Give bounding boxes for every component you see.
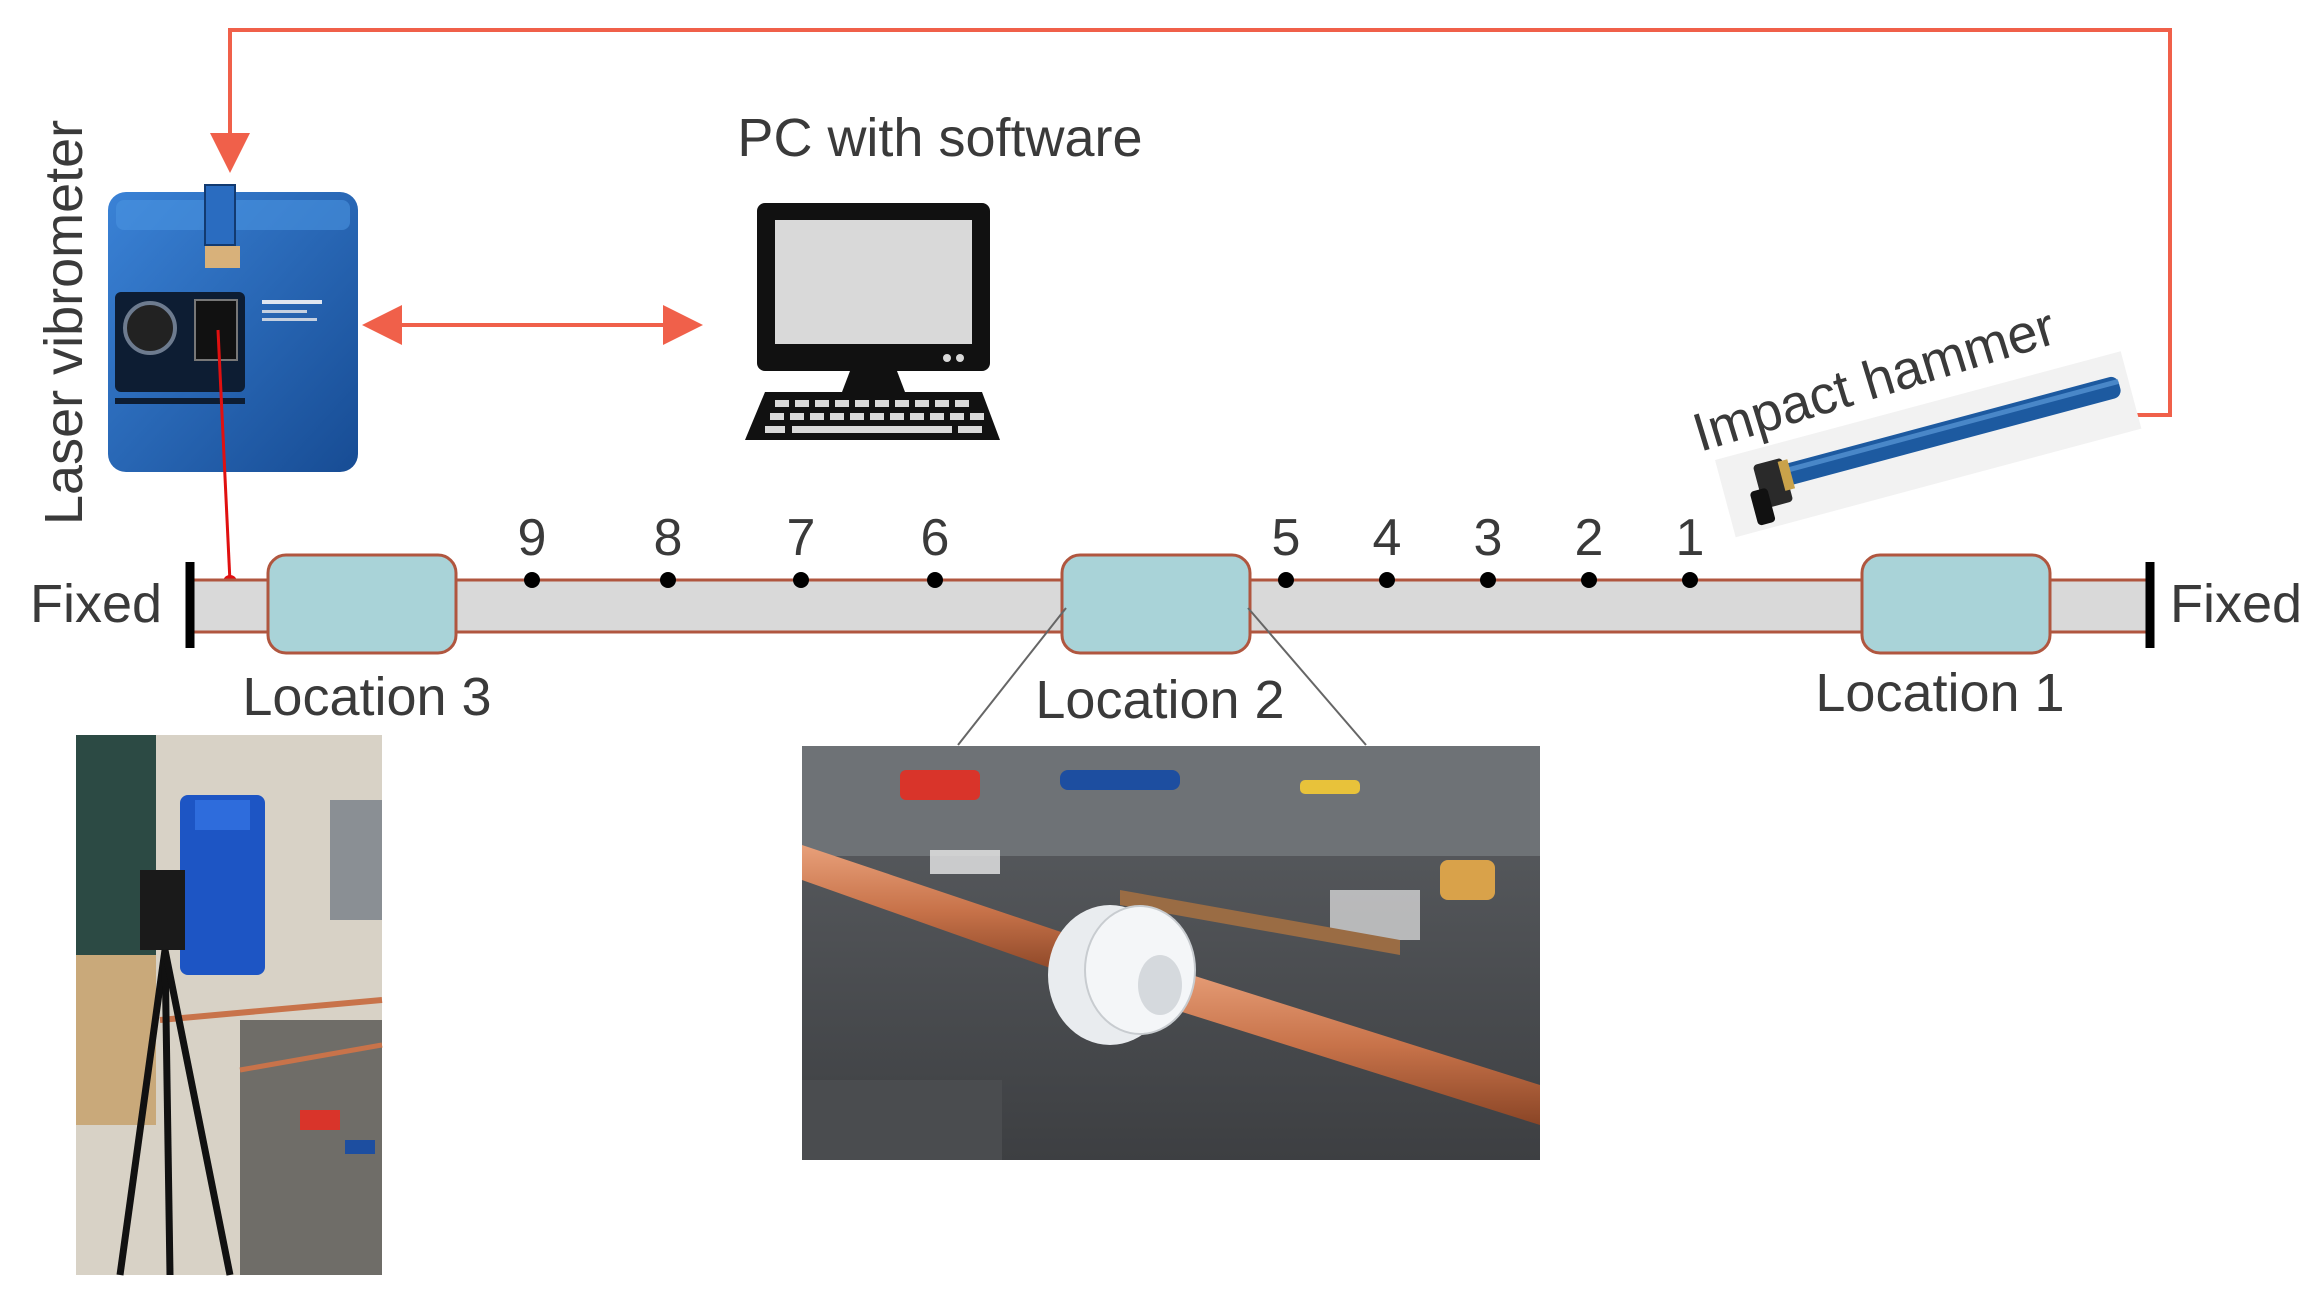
fixed-right-label: Fixed	[2170, 574, 2302, 634]
measurement-point-label-9: 9	[518, 509, 547, 567]
measurement-point-label-4: 4	[1373, 509, 1402, 567]
laser-beam	[216, 329, 232, 583]
measurement-points: 9 8 7 6 5 4 3 2 1	[518, 509, 1705, 588]
impact-hammer-image	[1715, 351, 2142, 538]
measurement-point-label-2: 2	[1575, 509, 1604, 567]
measurement-point-2	[1581, 572, 1597, 588]
location-2-block	[1060, 553, 1252, 655]
measurement-point-label-8: 8	[654, 509, 683, 567]
location-2-label: Location 2	[1035, 670, 1284, 730]
measurement-point-label-3: 3	[1474, 509, 1503, 567]
location-3-block	[266, 553, 458, 655]
measurement-point-1	[1682, 572, 1698, 588]
lab-setup-photo	[76, 735, 383, 1276]
measurement-point-label-6: 6	[921, 509, 950, 567]
location-1-block	[1860, 553, 2052, 655]
laser-vibrometer-label: Laser vibrometer	[34, 120, 94, 525]
measurement-point-9	[524, 572, 540, 588]
measurement-point-6	[927, 572, 943, 588]
location-1-label: Location 1	[1815, 663, 2064, 723]
pc-with-software-label: PC with software	[737, 108, 1142, 168]
measurement-point-8	[660, 572, 676, 588]
location-2-photo	[802, 746, 1540, 1160]
measurement-point-label-1: 1	[1676, 509, 1705, 567]
measurement-point-label-7: 7	[787, 509, 816, 567]
zoom-line-right	[1247, 607, 1367, 746]
measurement-point-label-5: 5	[1272, 509, 1301, 567]
zoom-line-left	[957, 607, 1067, 746]
fixed-left-label: Fixed	[30, 574, 162, 634]
location-3-label: Location 3	[242, 667, 491, 727]
measurement-point-3	[1480, 572, 1496, 588]
measurement-point-5	[1278, 572, 1294, 588]
measurement-point-7	[793, 572, 809, 588]
computer-icon	[745, 203, 1000, 440]
lens-icon	[123, 301, 177, 355]
measurement-point-4	[1379, 572, 1395, 588]
hammer-to-vibrometer-signal-line	[210, 28, 2172, 417]
laser-vibrometer-device	[108, 184, 358, 472]
